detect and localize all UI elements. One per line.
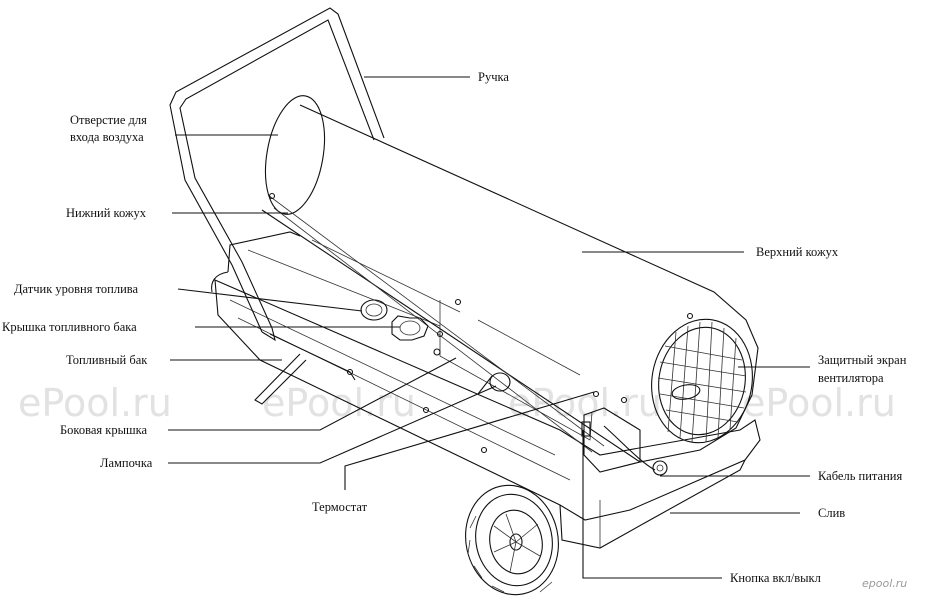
wheel [465,484,559,596]
brand-mark: epool.ru [862,577,907,590]
label-upper-shell: Верхний кожух [756,245,839,259]
fuel-gauge-part [360,299,388,321]
watermark-text: ePool.ru [262,381,416,425]
label-power-cable: Кабель питания [818,469,902,483]
heater-cylinder [261,95,759,463]
label-fan-guard-line2: вентилятора [818,371,884,385]
watermark-layer: ePool.ru ePool.ru ePool.ru ePool.ru [18,381,896,425]
label-fan-guard-line1: Защитный экран [818,353,907,367]
label-tank-cap: Крышка топливного бака [2,320,137,334]
leader-thermostat [344,391,595,490]
tank-cap-part [391,315,429,341]
leader-lines [168,76,810,579]
screws [268,192,694,454]
handle-frame [169,7,385,405]
watermark-text: ePool.ru [508,381,662,425]
side-cover-part [433,298,462,356]
leader-power-switch [582,430,722,579]
label-drain: Слив [818,506,845,520]
control-box [581,407,641,473]
label-power-switch: Кнопка вкл/выкл [730,571,821,585]
power-cable-part [603,425,668,476]
labels: Ручка Отверстие для входа воздуха Нижний… [2,70,907,590]
watermark-text: ePool.ru [742,381,896,425]
lamp-part [477,372,511,395]
label-thermostat: Термостат [312,500,368,514]
label-lower-shell: Нижний кожух [66,206,147,220]
leader-lamp [168,385,497,464]
label-air-inlet-line2: входа воздуха [70,130,144,144]
label-fuel-gauge: Датчик уровня топлива [14,282,139,296]
label-lamp: Лампочка [100,456,153,470]
label-side-cover: Боковая крышка [60,423,148,437]
fan-guard [651,318,753,444]
leader-side-cover [168,357,457,431]
label-fuel-tank: Топливный бак [66,353,148,367]
heater-drawing [169,7,761,596]
label-handle: Ручка [478,70,509,84]
label-air-inlet-line1: Отверстие для [70,113,147,127]
leader-fuel-gauge [177,288,363,312]
watermark-text: ePool.ru [18,381,172,425]
